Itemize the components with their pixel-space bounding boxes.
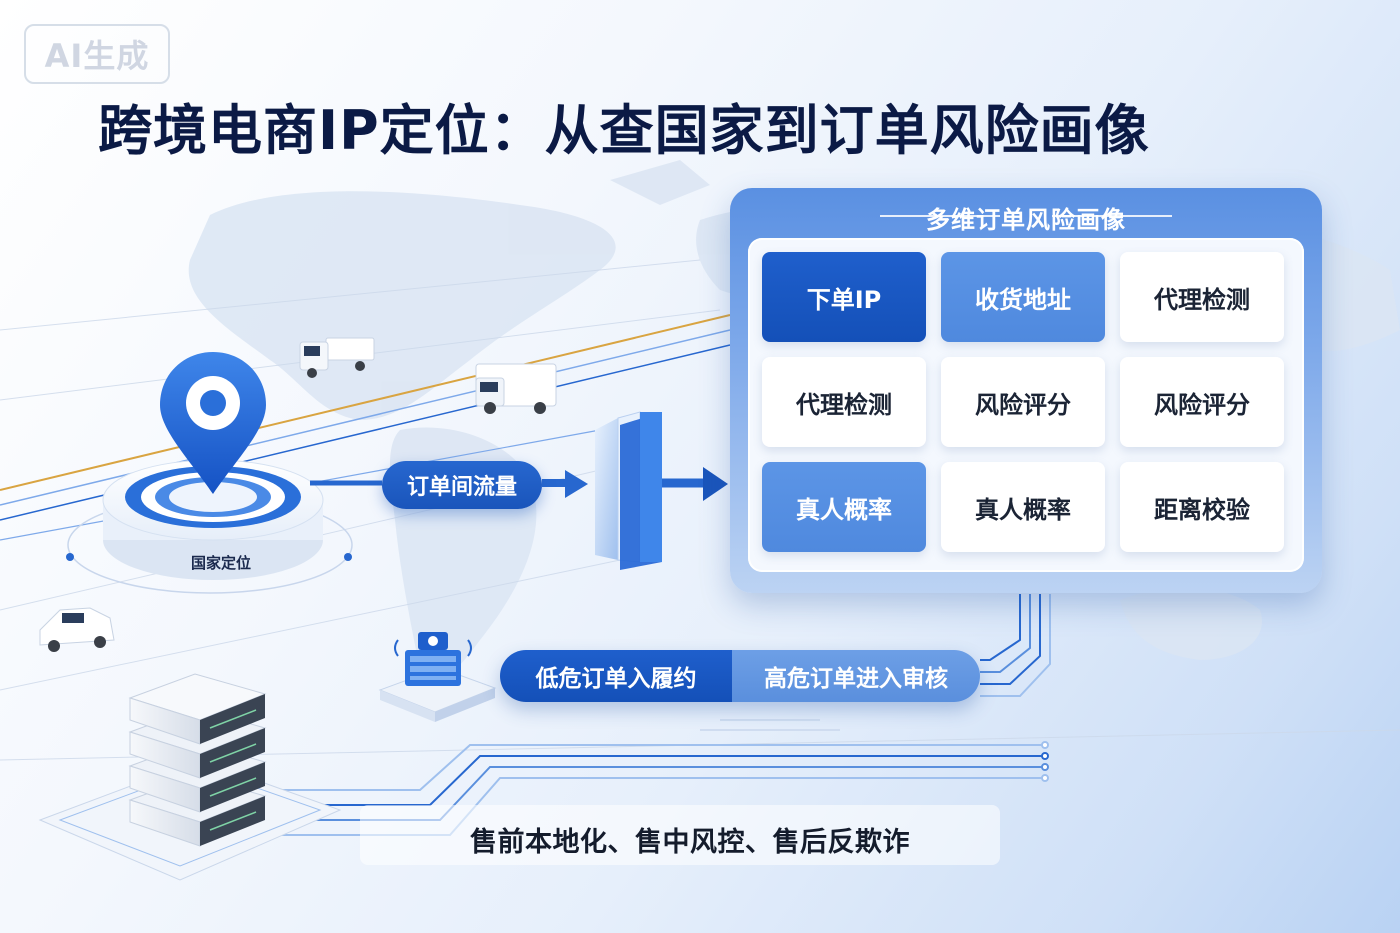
country-disc (66, 459, 353, 594)
panel-title-rule-left (880, 215, 1000, 217)
risk-panel-title: 多维订单风险画像 (926, 206, 1126, 234)
panel-title-rule-right (1052, 215, 1172, 217)
truck-icon (475, 363, 557, 414)
order-traffic-pill: 订单间流量 (382, 461, 542, 509)
risk-profile-panel: 多维订单风险画像 下单IP 收货地址 代理检测 代理检测 风险评分 风险评分 真… (730, 188, 1322, 593)
risk-cell: 代理检测 (1120, 252, 1284, 342)
risk-panel-body: 下单IP 收货地址 代理检测 代理检测 风险评分 风险评分 真人概率 真人概率 … (748, 238, 1304, 572)
bottom-caption: 售前本地化、售中风控、售后反欺诈 (470, 827, 910, 858)
location-pin-icon (160, 352, 266, 494)
truck-icon (299, 337, 375, 378)
low-risk-order-label: 低危订单入履约 (500, 650, 732, 702)
risk-cell: 真人概率 (941, 462, 1105, 552)
circuit-traces (980, 594, 1051, 697)
arrow-right-icon (655, 467, 728, 501)
risk-cell: 代理检测 (762, 357, 926, 447)
pickup-truck-icon (39, 607, 115, 652)
ai-generated-watermark: AI生成 (24, 24, 170, 84)
risk-cell: 距离校验 (1120, 462, 1284, 552)
risk-cell: 风险评分 (941, 357, 1105, 447)
risk-cell: 收货地址 (941, 252, 1105, 342)
risk-cell: 下单IP (762, 252, 926, 342)
caption-backdrop (360, 805, 1000, 865)
high-risk-order-label: 高危订单进入审核 (732, 650, 980, 702)
page-title: 跨境电商IP定位：从查国家到订单风险画像 (98, 99, 1150, 162)
arrow-right-icon (310, 470, 588, 498)
country-location-label: 国家定位 (190, 554, 251, 572)
risk-cell: 风险评分 (1120, 357, 1284, 447)
server-rack-icon (38, 673, 342, 881)
filter-gateway (595, 411, 662, 570)
gateway-device-icon (378, 632, 497, 722)
risk-cell: 真人概率 (762, 462, 926, 552)
order-decision-bar: 低危订单入履约 高危订单进入审核 (500, 650, 980, 702)
risk-dimension-grid: 下单IP 收货地址 代理检测 代理检测 风险评分 风险评分 真人概率 真人概率 … (762, 252, 1284, 552)
